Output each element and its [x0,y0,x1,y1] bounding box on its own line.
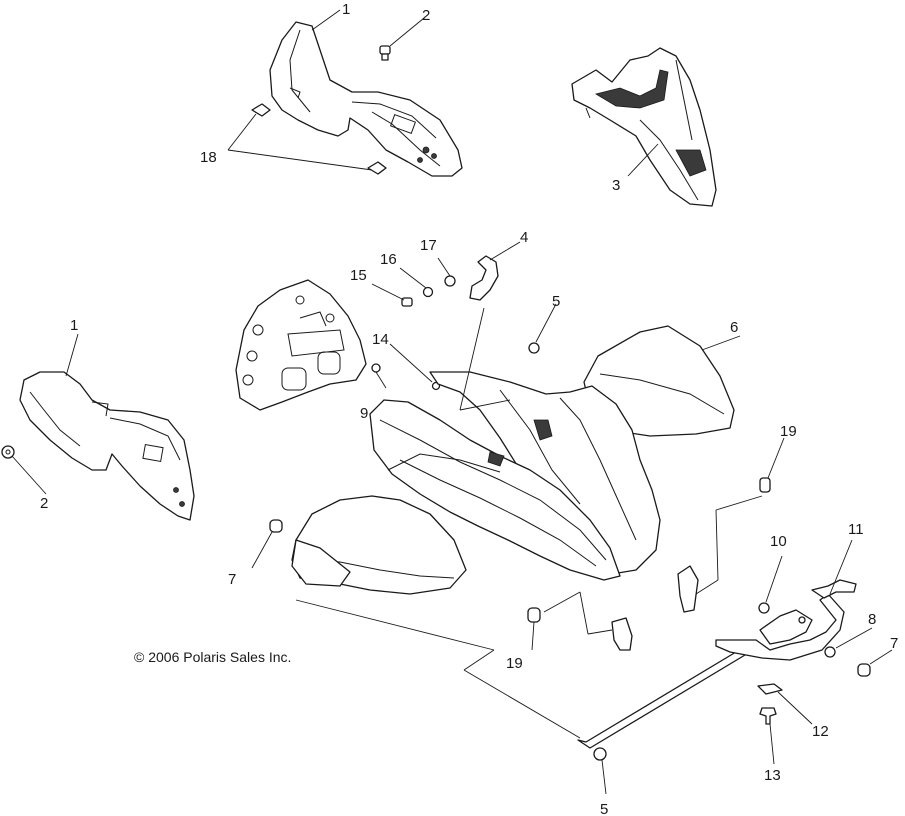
hardware-cluster [371,275,456,391]
mount-bracket [611,565,699,651]
callout-11: 11 [848,521,864,538]
clip-19 [527,477,771,623]
bolt-7-left [269,519,283,533]
callout-19-right: 19 [780,423,797,440]
callout-7-left: 7 [228,571,236,588]
callout-13: 13 [764,767,781,784]
callout-18: 18 [200,149,217,166]
callout-5-top: 5 [552,293,560,310]
callout-5-bottom: 5 [600,801,608,816]
bracket-4 [469,255,499,301]
callout-19-left: 19 [506,655,523,672]
callout-14: 14 [372,331,389,348]
callout-9: 9 [360,405,368,422]
front-fender-cab [291,325,735,595]
dash-bracket-plate [235,279,367,411]
side-panel-upper [269,21,463,177]
callout-1-upper: 1 [342,1,350,18]
callout-2-upper: 2 [422,7,430,24]
callout-1-left: 1 [70,317,78,334]
nut-5-top [528,342,540,354]
copyright-notice: © 2006 Polaris Sales Inc. [134,649,291,665]
callout-12: 12 [812,723,829,740]
callout-7-right: 7 [890,635,898,652]
front-nose-panel [571,47,717,207]
nut-left [1,445,15,459]
screw-top [379,45,391,61]
callout-6: 6 [730,319,738,336]
callout-3: 3 [612,177,620,194]
grommet [251,103,387,175]
callout-2-left: 2 [40,495,48,512]
callout-10: 10 [770,533,787,550]
leader-lines [11,9,893,795]
callout-4: 4 [520,229,528,246]
callout-15: 15 [350,267,367,284]
callout-8: 8 [868,611,876,628]
callout-16: 16 [380,251,397,268]
side-panel-left [19,371,195,521]
callout-labels: 1 2 3 18 1 2 4 17 16 15 5 6 14 9 19 10 1… [40,1,898,816]
callout-17: 17 [420,237,437,254]
support-rod [577,579,857,749]
